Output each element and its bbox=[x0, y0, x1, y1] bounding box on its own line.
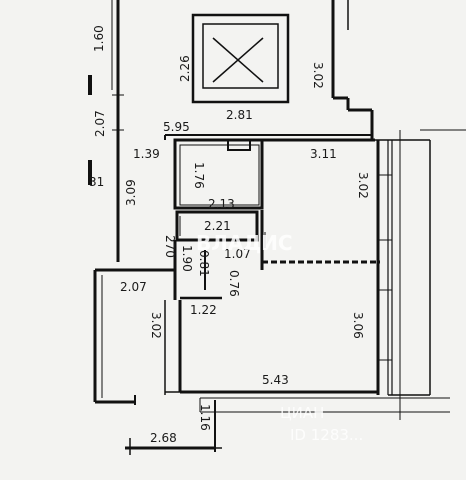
dim-1-76: 1.76 bbox=[192, 162, 206, 189]
dim-2-81: 2.81 bbox=[226, 108, 253, 122]
dimension-labels: 1.60 2.26 3.02 2.81 2.07 5.95 1.39 3.11 … bbox=[89, 25, 370, 445]
dim-270: 270 bbox=[163, 235, 177, 258]
dim-31: 31 bbox=[89, 175, 104, 189]
dim-1-90: 1.90 bbox=[180, 245, 194, 272]
dim-1-60: 1.60 bbox=[92, 25, 106, 52]
dim-2-07-mid: 2.07 bbox=[120, 280, 147, 294]
dim-1-07: 1.07 bbox=[224, 247, 251, 261]
watermark-brand: ВЛАДИС bbox=[196, 231, 293, 255]
watermark-id: ID 1283... bbox=[290, 426, 363, 444]
dim-3-06: 3.06 bbox=[351, 312, 365, 339]
dim-3-02-right: 3.02 bbox=[356, 172, 370, 199]
dim-1-39: 1.39 bbox=[133, 147, 160, 161]
watermark-sub: ЦИАН bbox=[280, 404, 324, 422]
dim-2-13: 2.13 bbox=[208, 197, 235, 211]
dim-3-02-top: 3.02 bbox=[311, 62, 325, 89]
dim-3-09: 3.09 bbox=[124, 179, 138, 206]
dim-0-81: 0.81 bbox=[197, 250, 211, 277]
dim-2-07-left: 2.07 bbox=[93, 110, 107, 137]
dim-2-21: 2.21 bbox=[204, 219, 231, 233]
dim-2-68: 2.68 bbox=[150, 431, 177, 445]
dim-1-16: 1.16 bbox=[198, 404, 212, 431]
dim-3-02-left: 3.02 bbox=[149, 312, 163, 339]
walls bbox=[88, 0, 466, 455]
watermark: ВЛАДИС ЦИАН ID 1283... bbox=[196, 231, 363, 444]
dim-5-95: 5.95 bbox=[163, 120, 190, 134]
dim-0-76: 0.76 bbox=[227, 270, 241, 297]
dim-1-22: 1.22 bbox=[190, 303, 217, 317]
dim-3-11: 3.11 bbox=[310, 147, 337, 161]
dim-5-43: 5.43 bbox=[262, 373, 289, 387]
dim-2-26: 2.26 bbox=[178, 55, 192, 82]
